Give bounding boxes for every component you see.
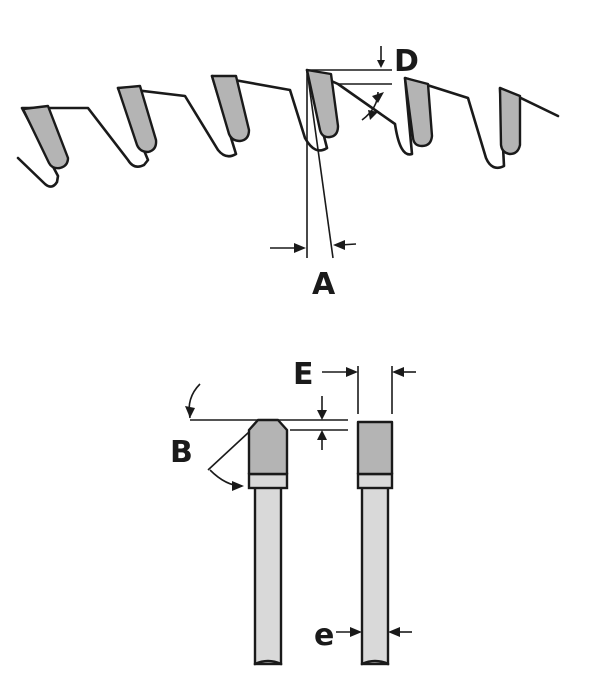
bevel-dim-arrow-bottom <box>317 430 327 440</box>
label-a: A <box>312 267 336 302</box>
right-carbide-tip <box>356 420 394 476</box>
carbide-tip-3 <box>210 74 251 143</box>
saw-teeth-side-view <box>16 46 560 259</box>
carbide-tip-4 <box>305 68 340 139</box>
dim-a-left-arrow <box>294 243 306 253</box>
label-d: D <box>394 44 419 79</box>
label-b: B <box>170 435 193 470</box>
right-blade-body <box>360 482 390 666</box>
dim-e-thickness-left-arrow <box>350 627 362 637</box>
right-tooth-shank <box>356 472 394 490</box>
dim-b-lower-arrow <box>232 481 244 491</box>
dim-e-thickness-right-arrow <box>388 627 400 637</box>
left-blade-body <box>253 482 283 666</box>
right-blade-cut-edge <box>360 659 390 666</box>
carbide-tip-6 <box>498 86 522 156</box>
carbide-tip-2 <box>116 84 158 154</box>
label-e-upper: E <box>293 357 314 392</box>
dim-e-left-arrow <box>346 367 358 377</box>
dim-a-rake-line <box>306 69 334 259</box>
tooth-front-view <box>185 366 416 666</box>
left-blade-cut-edge <box>253 659 283 666</box>
left-carbide-tip <box>247 418 289 476</box>
dim-b-bevel-line <box>207 431 250 471</box>
clearance-angle-arrow-bottom <box>368 110 378 120</box>
blade-tooth-outline <box>16 68 560 188</box>
left-tooth-shank <box>247 472 289 490</box>
label-e-lower: e <box>314 618 334 653</box>
bevel-dim-arrow-top <box>317 410 327 420</box>
carbide-tip-1 <box>21 104 70 170</box>
dim-b-upper-arrow <box>185 406 195 418</box>
dim-a-right-arrow <box>333 240 345 250</box>
carbide-tip-5 <box>403 76 434 148</box>
dim-d-arrow <box>377 50 385 68</box>
dim-e-right-arrow <box>392 367 404 377</box>
clearance-angle-arrow-top <box>372 92 384 103</box>
